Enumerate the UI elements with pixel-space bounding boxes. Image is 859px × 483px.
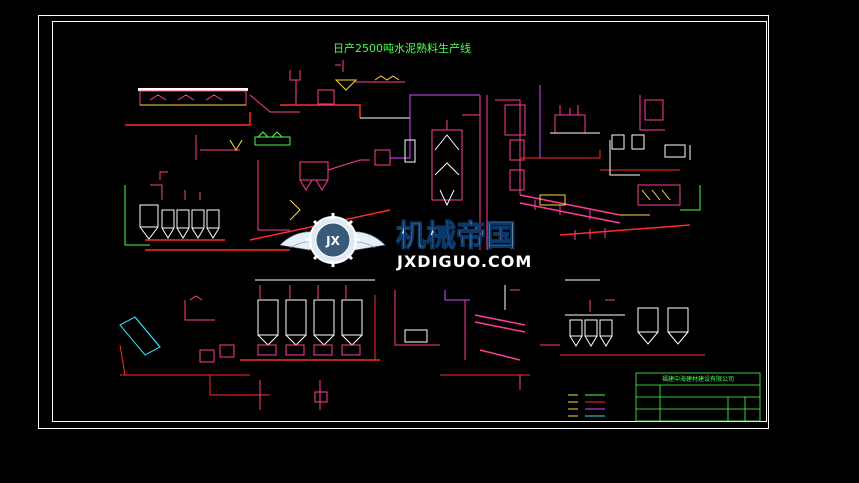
process-flow-diagram [119,60,705,417]
cement-mill-section [394,285,560,390]
left-raw-meal-silos [124,131,291,251]
preheater-tower [431,95,526,250]
outer-frame-border [38,15,769,429]
title-block-company: 福建中海建材建设有限公司 [662,375,734,383]
bottom-left-feed [119,295,328,410]
raw-material-shed [125,88,300,126]
title-block [635,372,761,422]
legend [568,394,605,417]
cement-silos-right [560,279,705,356]
top-crusher-area [280,60,410,119]
watermark-chinese: 机械帝国 [396,219,516,254]
drawing-title: 日产2500吨水泥熟料生产线 [333,41,471,55]
cement-silos-left [240,279,380,361]
rotary-kiln [519,150,701,240]
watermark-english: JXDIGUO.COM [396,252,532,271]
coal-mill-section [539,85,691,176]
jx-gear-wings-emblem-icon: JX [279,213,386,267]
inner-frame-border [52,21,767,422]
svg-text:JX: JX [325,234,340,248]
